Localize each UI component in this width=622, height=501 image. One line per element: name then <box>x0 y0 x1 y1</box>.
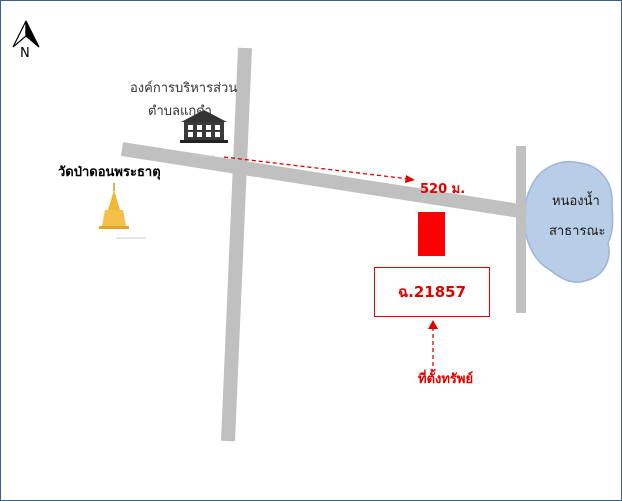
temple-pagoda-icon <box>99 183 146 239</box>
org-label-line2: ตำบลแกดำ <box>148 104 212 119</box>
temple-label: วัดป่าดอนพระธาตุ <box>58 165 161 180</box>
pond-label-line1: หนองน้ำ <box>552 194 600 209</box>
road-vertical-left <box>221 47 252 442</box>
main-road-horizontal <box>120 142 528 219</box>
distance-arrow <box>223 156 415 183</box>
north-arrow-icon <box>12 20 40 48</box>
deed-number-box: ฉ.21857 <box>374 267 490 317</box>
north-label: N <box>20 46 30 61</box>
deed-number: ฉ.21857 <box>397 283 467 301</box>
org-label-line1: องค์การบริหารส่วน <box>130 81 238 96</box>
property-location-label: ที่ตั้งทรัพย์ <box>418 372 474 387</box>
location-pointer-arrow <box>428 320 438 366</box>
property-marker-icon <box>418 212 445 256</box>
distance-label: 520 ม. <box>420 182 466 197</box>
pond-label-line2: สาธารณะ <box>549 224 606 239</box>
government-building-icon <box>180 110 228 157</box>
